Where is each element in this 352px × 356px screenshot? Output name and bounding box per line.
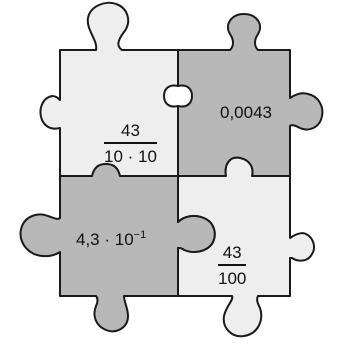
denominator: 10 · 10 xyxy=(104,148,157,165)
label-bottom-right-fraction: 43 100 xyxy=(218,244,246,287)
numerator: 43 xyxy=(223,244,242,261)
numerator: 43 xyxy=(121,122,140,139)
power-mantissa: 4,3 · 10 xyxy=(76,230,134,249)
power-exponent: −1 xyxy=(134,229,147,241)
decimal-value: 0,0043 xyxy=(220,103,272,122)
denominator: 100 xyxy=(218,270,246,287)
label-bottom-left-power: 4,3 · 10−1 xyxy=(76,230,146,248)
label-top-left-fraction: 43 10 · 10 xyxy=(104,122,157,165)
puzzle-piece-top-right xyxy=(178,14,322,176)
fraction-bar xyxy=(104,142,157,144)
label-top-right-decimal: 0,0043 xyxy=(220,104,272,121)
fraction-bar xyxy=(218,264,246,266)
